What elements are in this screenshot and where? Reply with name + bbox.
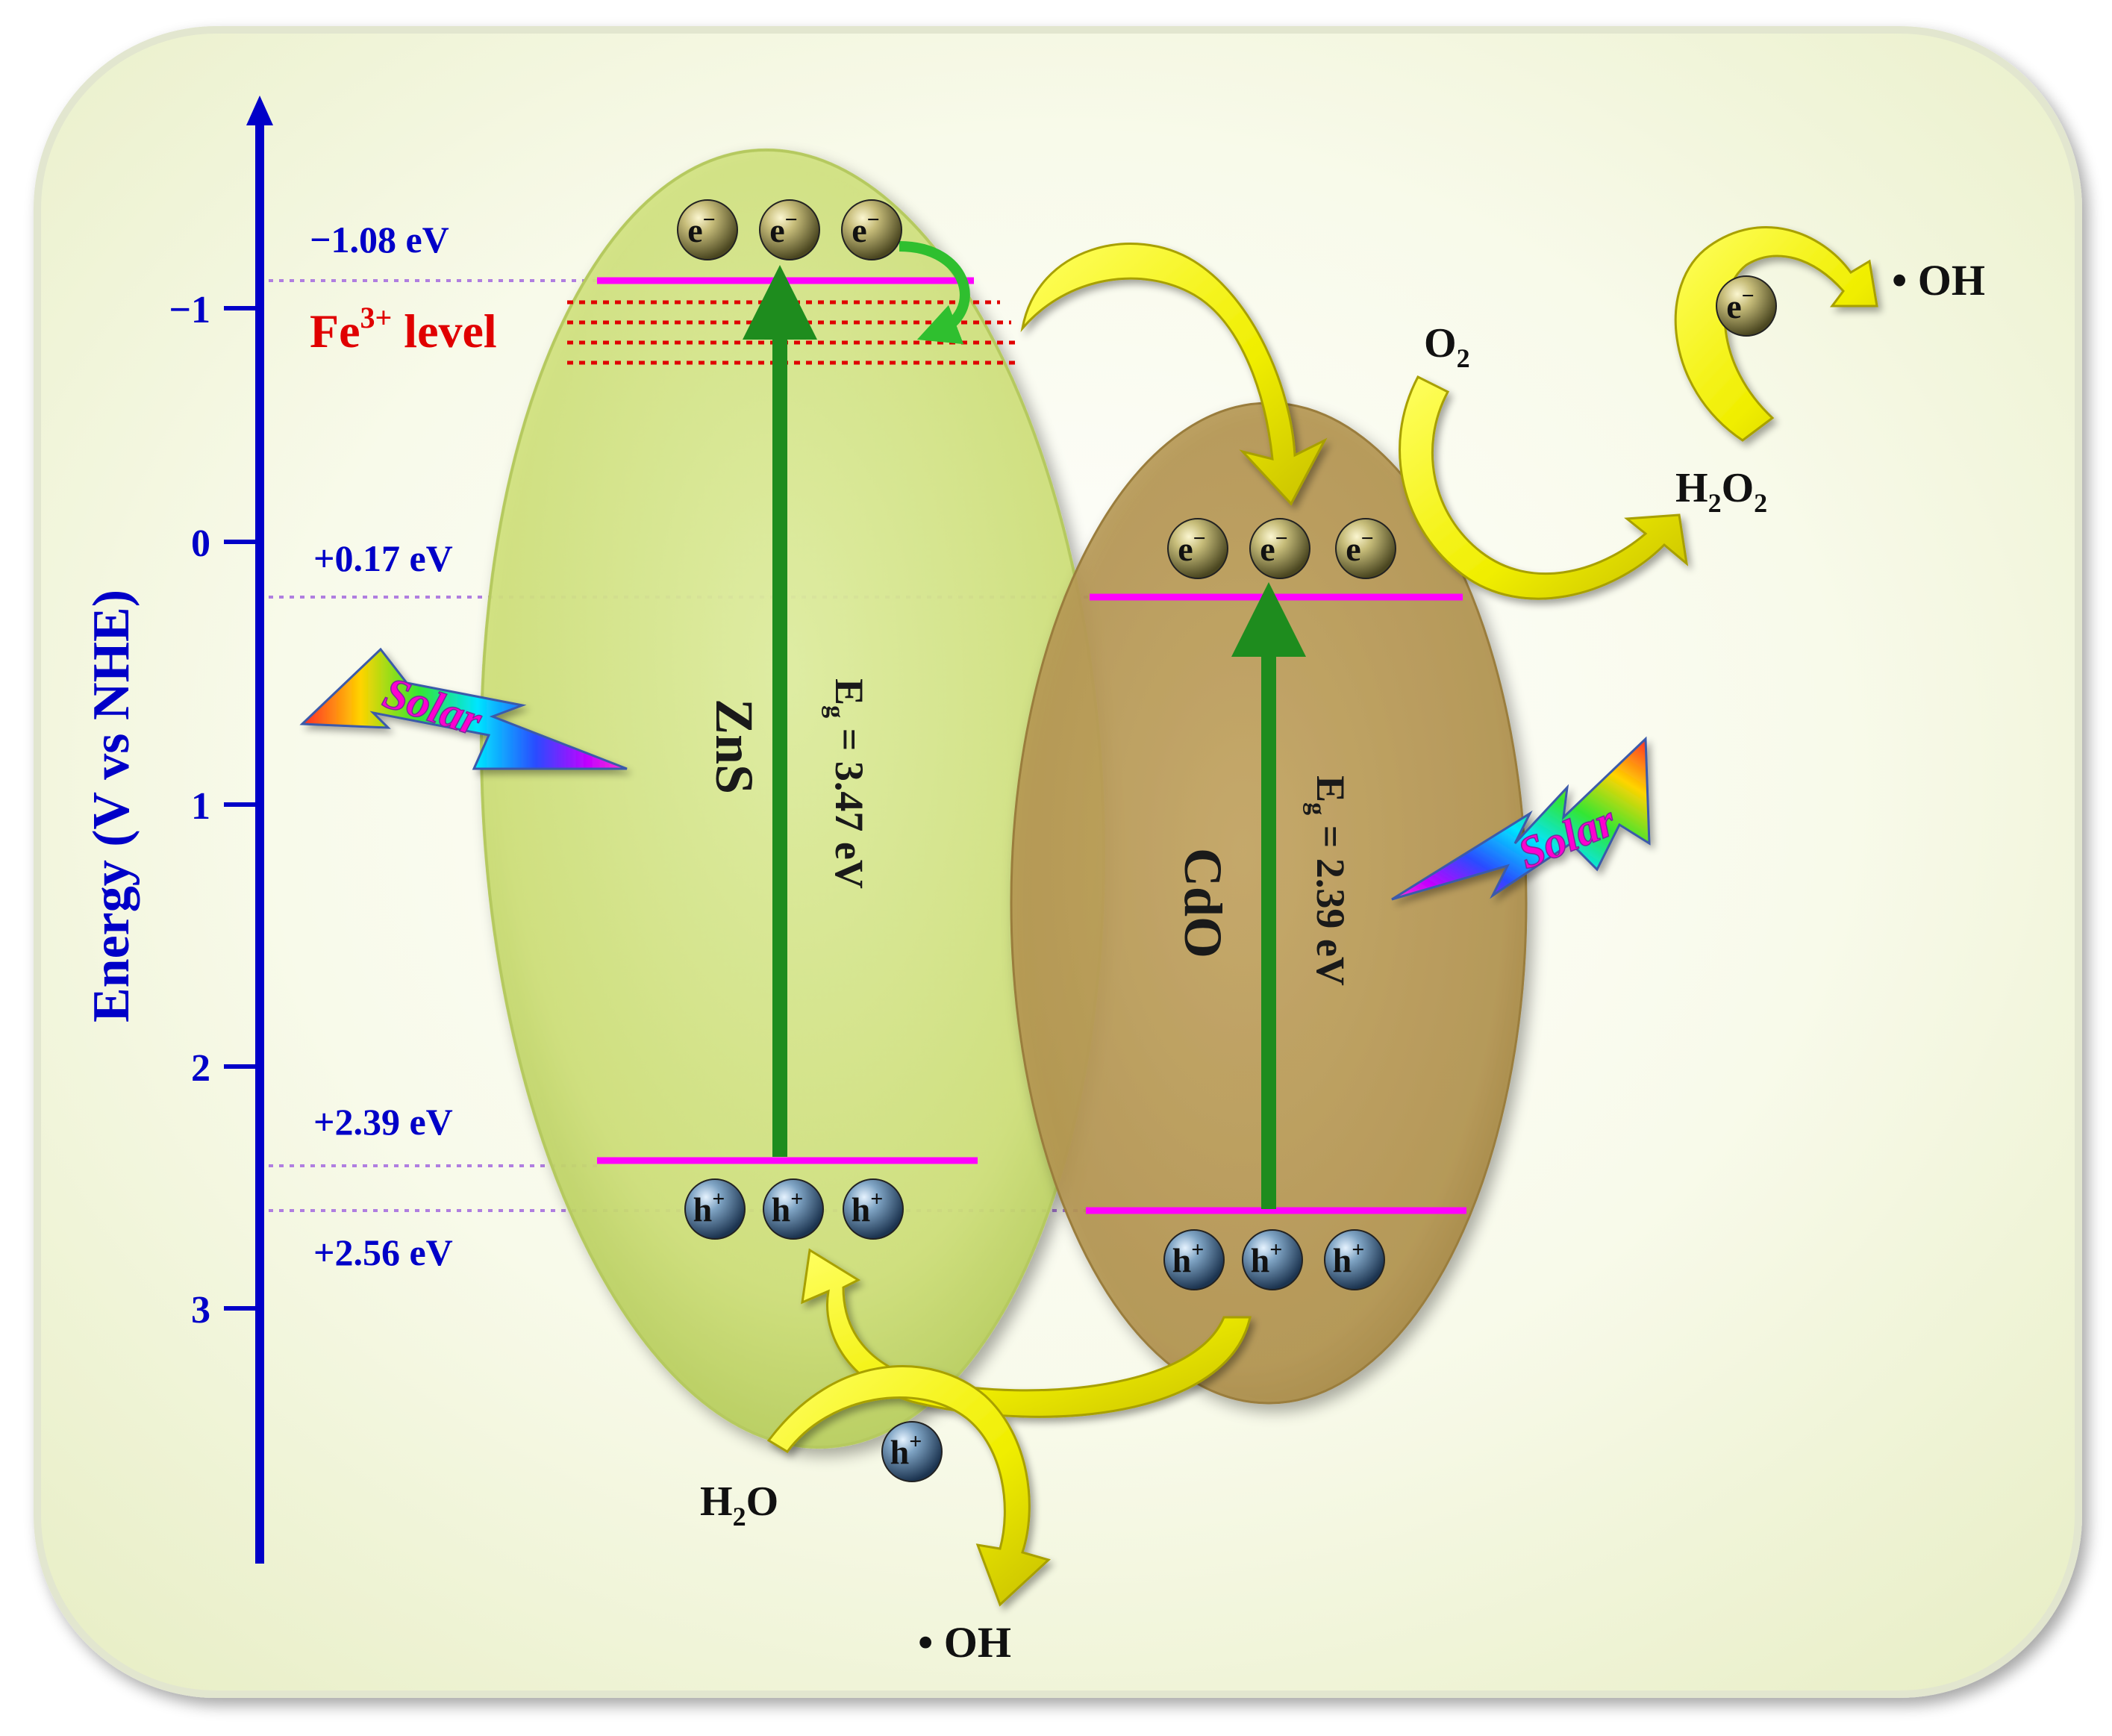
- svg-text:e−: e−: [769, 207, 798, 249]
- axis-tick-label: 3: [191, 1289, 210, 1331]
- hole-icon: h+: [763, 1178, 824, 1240]
- fe-level-label: Fe3+ level: [310, 301, 497, 357]
- svg-text:e−: e−: [1178, 526, 1206, 568]
- electron-icon: e−: [677, 199, 738, 260]
- h2o-label: H2O: [700, 1479, 778, 1532]
- flow-arrows: [766, 226, 1878, 1607]
- svg-text:e−: e−: [1260, 526, 1288, 568]
- svg-text:h+: h+: [693, 1187, 725, 1228]
- svg-text:e−: e−: [687, 207, 716, 249]
- axis-tick-label: −1: [169, 289, 210, 331]
- electron-icon: e−: [1335, 518, 1396, 579]
- svg-text:e−: e−: [852, 207, 880, 249]
- axis-tick-label: 0: [191, 522, 210, 565]
- svg-text:e−: e−: [1346, 526, 1374, 568]
- oh-bottom-label: • OH: [918, 1618, 1011, 1667]
- hole-icon: h+: [843, 1178, 904, 1240]
- oh-top-label: • OH: [1892, 256, 1985, 305]
- o2-label: O2: [1424, 320, 1470, 373]
- cdo-name: CdO: [1173, 848, 1233, 958]
- svg-text:h+: h+: [1172, 1237, 1205, 1279]
- level-label-cdo-vb: +2.56 eV: [313, 1231, 453, 1273]
- level-label-zns-cb: −1.08 eV: [310, 219, 449, 260]
- level-label-zns-vb: +2.39 eV: [313, 1101, 453, 1143]
- svg-text:e−: e−: [1726, 284, 1755, 325]
- zns-bandgap: Eg = 3.47 eV: [821, 678, 872, 889]
- energy-axis: −1 0 1 2 3 Energy (V vs NHE): [83, 96, 273, 1564]
- o2-reduction-arrow: [1399, 375, 1689, 600]
- axis-arrowhead: [246, 96, 273, 125]
- water-oxidation-arrow: [766, 1365, 1051, 1607]
- carriers: e− e− e− e− e− e− e− h+ h+ h+ h+ h+ h+ h+: [677, 199, 1777, 1482]
- hole-icon: h+: [684, 1178, 746, 1240]
- hole-icon: h+: [1324, 1229, 1385, 1290]
- electron-icon: e−: [759, 199, 820, 260]
- solar-bolt-icon: [1391, 736, 1651, 901]
- axis-label: Energy (V vs NHE): [83, 590, 140, 1022]
- hole-icon: h+: [881, 1421, 943, 1482]
- solar-bolt-icon: [299, 647, 628, 770]
- hole-transfer-arrow: [801, 1248, 1252, 1418]
- svg-text:h+: h+: [852, 1187, 884, 1228]
- electron-icon: e−: [1716, 275, 1777, 337]
- svg-text:h+: h+: [1251, 1237, 1283, 1279]
- electron-icon: e−: [1167, 518, 1228, 579]
- hole-icon: h+: [1242, 1229, 1303, 1290]
- electron-icon: e−: [841, 199, 902, 260]
- hole-icon: h+: [1163, 1229, 1225, 1290]
- zns-name: ZnS: [704, 699, 764, 794]
- svg-text:h+: h+: [1333, 1237, 1365, 1279]
- h2o2-label: H2O2: [1675, 465, 1767, 518]
- fe-transfer-arrow: [899, 241, 970, 345]
- cdo-bandgap: Eg = 2.39 eV: [1302, 775, 1353, 986]
- axis-tick-label: 2: [191, 1047, 210, 1090]
- electron-transfer-arrow: [1020, 243, 1328, 506]
- level-label-cdo-cb: +0.17 eV: [313, 537, 453, 579]
- axis-tick-label: 1: [191, 785, 210, 828]
- svg-text:h+: h+: [890, 1429, 922, 1471]
- electron-icon: e−: [1249, 518, 1310, 579]
- svg-text:h+: h+: [772, 1187, 804, 1228]
